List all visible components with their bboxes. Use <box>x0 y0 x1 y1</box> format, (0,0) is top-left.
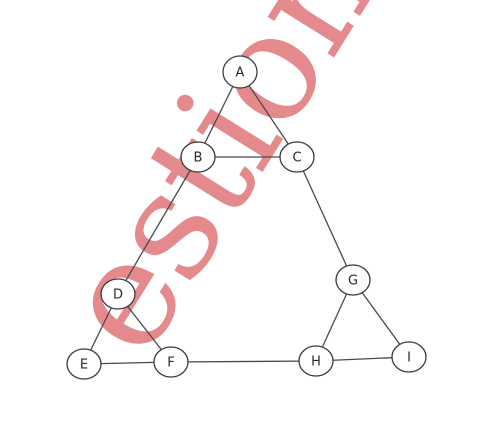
edge-c-g <box>296 156 354 281</box>
node-label-d: D <box>113 288 123 303</box>
node-circle-d <box>100 278 136 310</box>
node-circle-b <box>180 141 216 173</box>
node-h: H <box>298 345 334 377</box>
node-i: I <box>391 341 427 373</box>
node-c: C <box>279 141 315 173</box>
node-b: B <box>180 141 216 173</box>
node-label-f: F <box>167 356 174 371</box>
node-label-h: H <box>311 355 321 370</box>
node-circle-c <box>279 141 315 173</box>
node-label-a: A <box>236 66 245 81</box>
node-e: E <box>66 348 102 380</box>
node-label-e: E <box>80 358 88 373</box>
node-g: G <box>335 264 371 296</box>
node-circle-e <box>66 348 102 380</box>
node-label-i: I <box>407 351 411 366</box>
node-label-g: G <box>348 274 358 289</box>
node-circle-g <box>335 264 371 296</box>
node-f: F <box>153 346 189 378</box>
node-label-c: C <box>292 151 301 166</box>
node-circle-a <box>222 55 258 89</box>
edge-f-h <box>170 360 317 363</box>
node-circle-h <box>298 345 334 377</box>
edge-a-c <box>239 71 298 158</box>
node-label-b: B <box>194 151 203 166</box>
node-circle-f <box>153 346 189 378</box>
node-a: A <box>222 55 258 89</box>
node-circle-i <box>391 341 427 373</box>
node-d: D <box>100 278 136 310</box>
edge-b-d <box>117 156 199 295</box>
